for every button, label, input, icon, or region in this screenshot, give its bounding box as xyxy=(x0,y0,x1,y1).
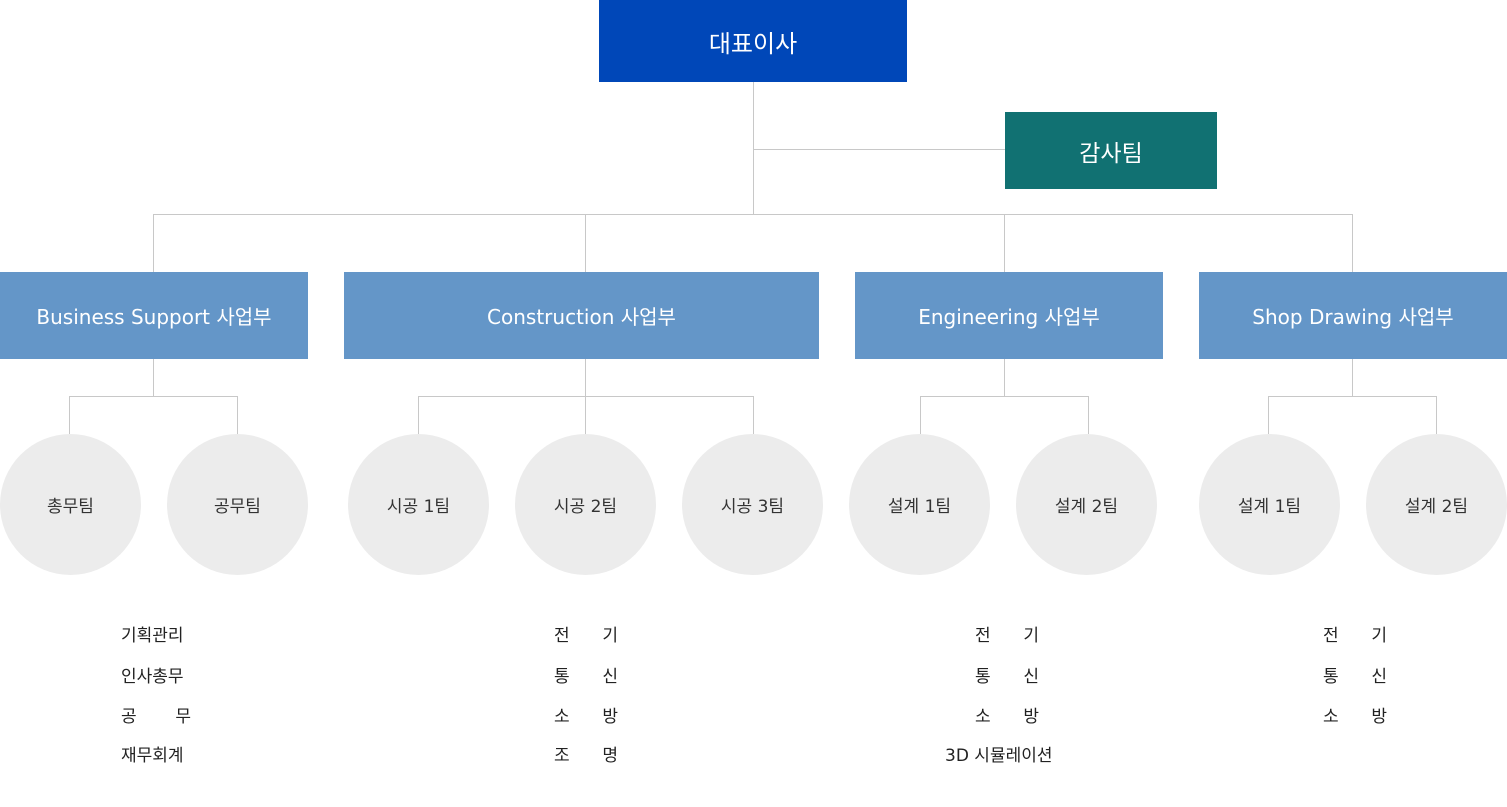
duty-syllable: 소 xyxy=(975,707,991,727)
duty-syllable: 전 xyxy=(1323,626,1339,646)
duty-item: 인사총무 xyxy=(121,667,184,687)
audit-connector-line xyxy=(753,149,1005,150)
duty-item: 기획관리 xyxy=(121,626,184,646)
duty-syllable: 무 xyxy=(175,707,191,727)
dept-drop-line xyxy=(585,214,586,272)
team-stem-line xyxy=(1352,359,1353,396)
department-box-engineering: Engineering 사업부 xyxy=(855,272,1163,359)
team-circle: 설계 1팀 xyxy=(849,434,990,575)
duty-syllable: 전 xyxy=(975,626,991,646)
duty-syllable: 방 xyxy=(1371,707,1387,727)
team-drop-line xyxy=(69,396,70,434)
department-label: Business Support 사업부 xyxy=(36,305,272,329)
team-bus-line xyxy=(418,396,754,397)
team-stem-line xyxy=(153,359,154,396)
audit-team-label: 감사팀 xyxy=(1079,140,1143,167)
duty-syllable: 공 xyxy=(121,707,137,727)
duty-syllable: 소 xyxy=(1323,707,1339,727)
duty-syllable: 기 xyxy=(1023,626,1039,646)
team-label: 시공 2팀 xyxy=(553,497,618,517)
duty-syllable: 명 xyxy=(602,746,618,766)
audit-team-box: 감사팀 xyxy=(1005,112,1217,189)
dept-drop-line xyxy=(1352,214,1353,272)
duty-syllable: 신 xyxy=(602,667,618,687)
team-bus-line xyxy=(1268,396,1437,397)
department-label: Shop Drawing 사업부 xyxy=(1252,305,1454,329)
team-circle: 설계 1팀 xyxy=(1199,434,1340,575)
team-drop-line xyxy=(585,396,586,434)
department-label: Construction 사업부 xyxy=(487,305,676,329)
team-stem-line xyxy=(585,359,586,396)
team-drop-line xyxy=(1436,396,1437,434)
duty-syllable: 방 xyxy=(602,707,618,727)
team-circle: 시공 1팀 xyxy=(348,434,489,575)
team-circle: 공무팀 xyxy=(167,434,308,575)
team-drop-line xyxy=(920,396,921,434)
team-drop-line xyxy=(418,396,419,434)
team-label: 공무팀 xyxy=(214,497,261,517)
team-label: 시공 1팀 xyxy=(386,497,451,517)
duty-syllable: 통 xyxy=(1323,667,1339,687)
team-label: 설계 1팀 xyxy=(887,497,952,517)
team-bus-line xyxy=(69,396,238,397)
team-circle: 시공 3팀 xyxy=(682,434,823,575)
team-drop-line xyxy=(753,396,754,434)
team-bus-line xyxy=(920,396,1089,397)
duty-item: 재무회계 xyxy=(121,746,184,766)
team-circle: 설계 2팀 xyxy=(1366,434,1507,575)
dept-drop-line xyxy=(153,214,154,272)
duty-syllable: 소 xyxy=(554,707,570,727)
duty-syllable: 기 xyxy=(1371,626,1387,646)
team-label: 총무팀 xyxy=(47,497,94,517)
department-box-business-support: Business Support 사업부 xyxy=(0,272,308,359)
team-drop-line xyxy=(1268,396,1269,434)
ceo-stem-line xyxy=(753,82,754,214)
duty-syllable: 신 xyxy=(1371,667,1387,687)
duty-syllable: 통 xyxy=(554,667,570,687)
duty-syllable: 조 xyxy=(554,746,570,766)
team-label: 설계 2팀 xyxy=(1054,497,1119,517)
team-drop-line xyxy=(237,396,238,434)
team-label: 설계 2팀 xyxy=(1404,497,1469,517)
team-circle: 시공 2팀 xyxy=(515,434,656,575)
duty-syllable: 통 xyxy=(975,667,991,687)
duty-item: 3D 시뮬레이션 xyxy=(945,746,1053,766)
duty-syllable: 전 xyxy=(554,626,570,646)
department-box-shop-drawing: Shop Drawing 사업부 xyxy=(1199,272,1507,359)
team-circle: 총무팀 xyxy=(0,434,141,575)
duty-syllable: 방 xyxy=(1023,707,1039,727)
department-bus-line xyxy=(153,214,1353,215)
dept-drop-line xyxy=(1004,214,1005,272)
department-box-construction: Construction 사업부 xyxy=(344,272,819,359)
team-drop-line xyxy=(1088,396,1089,434)
team-label: 설계 1팀 xyxy=(1237,497,1302,517)
department-label: Engineering 사업부 xyxy=(918,305,1100,329)
ceo-box: 대표이사 xyxy=(599,0,907,82)
ceo-label: 대표이사 xyxy=(708,29,798,58)
duty-syllable: 기 xyxy=(602,626,618,646)
team-stem-line xyxy=(1004,359,1005,396)
duty-syllable: 신 xyxy=(1023,667,1039,687)
team-circle: 설계 2팀 xyxy=(1016,434,1157,575)
team-label: 시공 3팀 xyxy=(720,497,785,517)
